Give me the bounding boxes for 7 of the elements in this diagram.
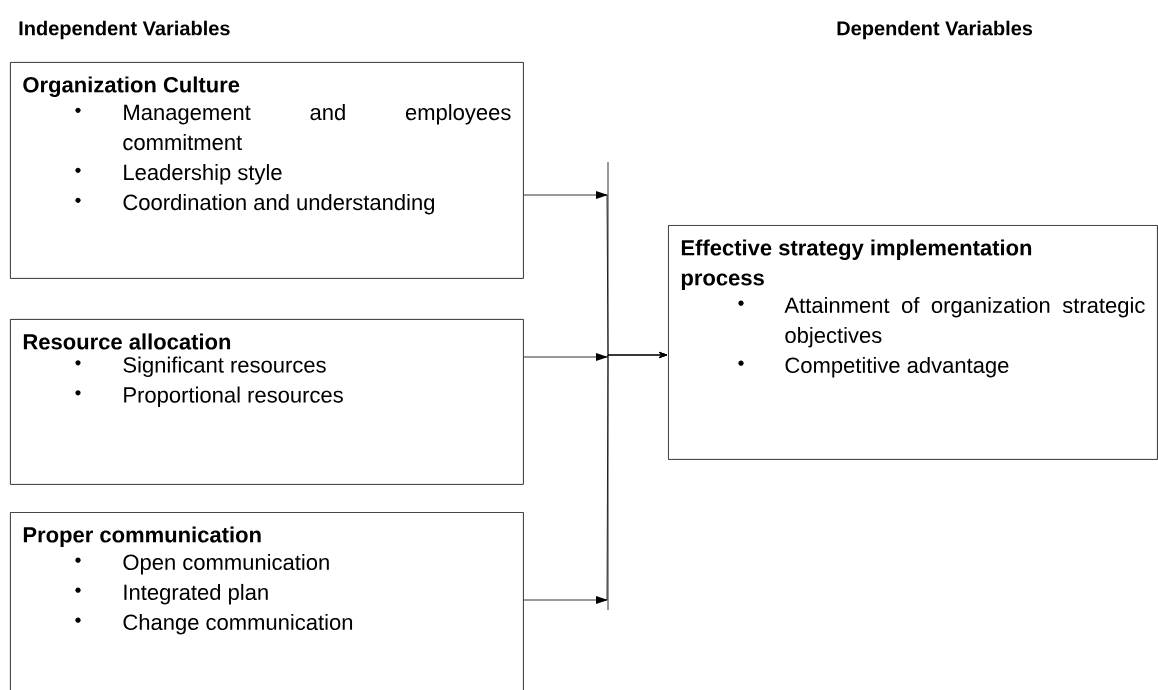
variable-box: Proper communication Open communication Integrated plan Change communication xyxy=(10,512,524,690)
variable-box: Effective strategy implementation process Attainment of organization strategic objectives Competitive advantage xyxy=(668,225,1158,460)
arrow xyxy=(523,352,668,604)
column-heading: Independent Variables xyxy=(19,20,230,40)
column-heading: Dependent Variables xyxy=(837,20,1033,40)
variable-box: Organization Culture Management and employees commitment Leadership style Coordination and understanding xyxy=(10,62,524,279)
variable-box: Resource allocation Significant resources Proportional resources xyxy=(10,319,524,485)
